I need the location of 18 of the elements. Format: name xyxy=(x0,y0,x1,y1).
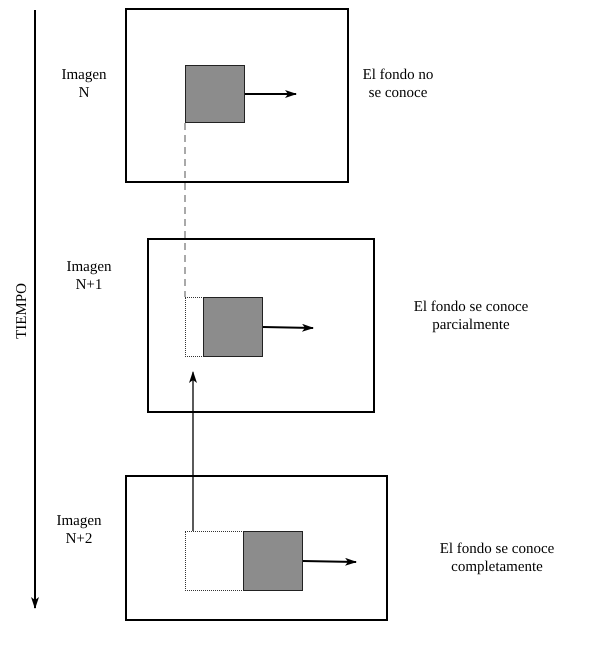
axis-label: TIEMPO xyxy=(13,282,31,341)
image-frame xyxy=(147,238,375,413)
arrow xyxy=(245,90,297,98)
frame-label: Imagen N+1 xyxy=(66,258,112,294)
moving-object-square xyxy=(203,297,263,357)
background-status-note: El fondo se conoce completamente xyxy=(438,540,556,576)
frame-label: Imagen N xyxy=(60,66,108,102)
frame-label: Imagen N+2 xyxy=(56,512,102,548)
background-status-note: El fondo no se conoce xyxy=(362,66,434,102)
dashed-line xyxy=(184,123,186,297)
arrow xyxy=(302,558,357,566)
moving-object-square xyxy=(185,65,245,123)
image-frame xyxy=(125,475,388,621)
image-frame xyxy=(125,8,349,183)
arrow xyxy=(262,324,314,332)
moving-object-square xyxy=(243,531,303,591)
background-status-note: El fondo se conoce parcialmente xyxy=(412,298,530,334)
arrow xyxy=(189,371,197,531)
